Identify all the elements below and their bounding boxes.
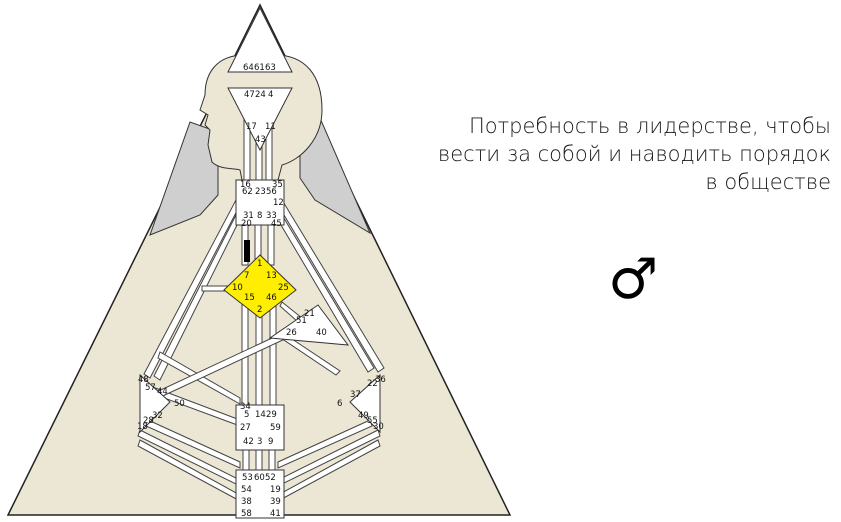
gate-label: 3: [257, 437, 262, 447]
gate-label: 40: [316, 328, 327, 338]
active-gate-marker: [244, 240, 250, 262]
gate-label: 35: [272, 180, 283, 190]
sacral-center: [235, 404, 285, 451]
gate-label: 59: [270, 423, 281, 433]
ajna-center: [227, 87, 293, 152]
gate-labels: 64 61 63 47 24 4 17 11 43 16 35 62 23 56…: [137, 63, 386, 519]
spleen-center: [139, 373, 171, 434]
throat-center: [235, 179, 285, 226]
gate-label: 20: [241, 219, 252, 229]
caption-text: Потребность в лидерстве, чтобы вести за …: [401, 112, 831, 196]
gate-label: 32: [152, 411, 163, 421]
gate-label: 27: [240, 423, 251, 433]
gate-label: 23: [255, 187, 266, 197]
gate-label: 62: [242, 187, 253, 197]
gate-label: 25: [278, 283, 289, 293]
gate-label: 9: [268, 437, 273, 447]
bodygraph-chart: 64 61 63 47 24 4 17 11 43 16 35 62 23 56…: [6, 3, 512, 519]
gate-label: 49: [358, 411, 369, 421]
gate-label: 18: [137, 422, 148, 432]
gate-label: 5: [244, 410, 249, 420]
gate-label: 41: [270, 509, 281, 519]
gate-label: 58: [241, 509, 252, 519]
gate-label: 19: [270, 485, 281, 495]
gate-label: 51: [296, 316, 307, 326]
gate-label: 34: [240, 402, 251, 412]
gate-label: 29: [266, 410, 277, 420]
gate-label: 42: [243, 437, 254, 447]
caption-line: в обществе: [705, 170, 831, 194]
gate-label: 52: [265, 473, 276, 483]
gate-label: 11: [265, 122, 276, 132]
head-center: [227, 6, 293, 73]
gate-label: 10: [232, 283, 243, 293]
gate-label: 55: [367, 416, 378, 426]
gate-label: 17: [246, 122, 257, 132]
gate-label: 37: [350, 390, 361, 400]
gate-label: 61: [254, 63, 265, 73]
gate-label: 22: [367, 379, 378, 389]
gate-label: 28: [143, 416, 154, 426]
gate-label: 26: [286, 328, 297, 338]
gate-label: 24: [255, 90, 266, 100]
solar-plexus-center: [349, 373, 381, 434]
gate-label: 31: [243, 211, 254, 221]
gate-label: 43: [255, 135, 266, 145]
gate-label: 60: [254, 473, 265, 483]
gate-label: 16: [240, 180, 251, 190]
g-center: [223, 254, 297, 319]
gate-label: 2: [257, 305, 262, 315]
left-shoulder: [149, 121, 219, 236]
gate-label: 12: [273, 198, 284, 208]
gate-label: 15: [244, 293, 255, 303]
root-center: [235, 469, 285, 519]
gate-label: 57: [145, 383, 156, 393]
gate-label: 36: [375, 375, 386, 385]
gate-label: 46: [266, 293, 277, 303]
gate-label: 13: [266, 271, 277, 281]
gate-label: 54: [241, 485, 252, 495]
gate-label: 44: [157, 387, 168, 397]
gate-label: 4: [268, 90, 273, 100]
gate-label: 48: [138, 375, 149, 385]
gate-label: 7: [244, 271, 249, 281]
gate-label: 33: [266, 211, 277, 221]
gate-label: 64: [243, 63, 254, 73]
gate-label: 53: [242, 473, 253, 483]
caption-line: вести за собой и наводить порядок: [437, 142, 831, 166]
gate-label: 6: [337, 399, 342, 409]
gate-label: 47: [244, 90, 255, 100]
gate-label: 8: [257, 211, 262, 221]
gate-label: 1: [257, 259, 262, 269]
channels: [137, 114, 385, 502]
male-symbol-icon: ♂: [608, 247, 659, 312]
caption-line: Потребность в лидерстве, чтобы: [468, 114, 831, 138]
gate-label: 21: [304, 309, 315, 319]
gate-label: 39: [270, 497, 281, 507]
gate-label: 30: [373, 422, 384, 432]
gate-label: 50: [174, 399, 185, 409]
gate-label: 56: [266, 187, 277, 197]
ego-center: [268, 304, 350, 346]
gate-label: 45: [271, 219, 282, 229]
gate-label: 63: [265, 63, 276, 73]
gate-label: 38: [241, 497, 252, 507]
gate-label: 14: [255, 410, 266, 420]
